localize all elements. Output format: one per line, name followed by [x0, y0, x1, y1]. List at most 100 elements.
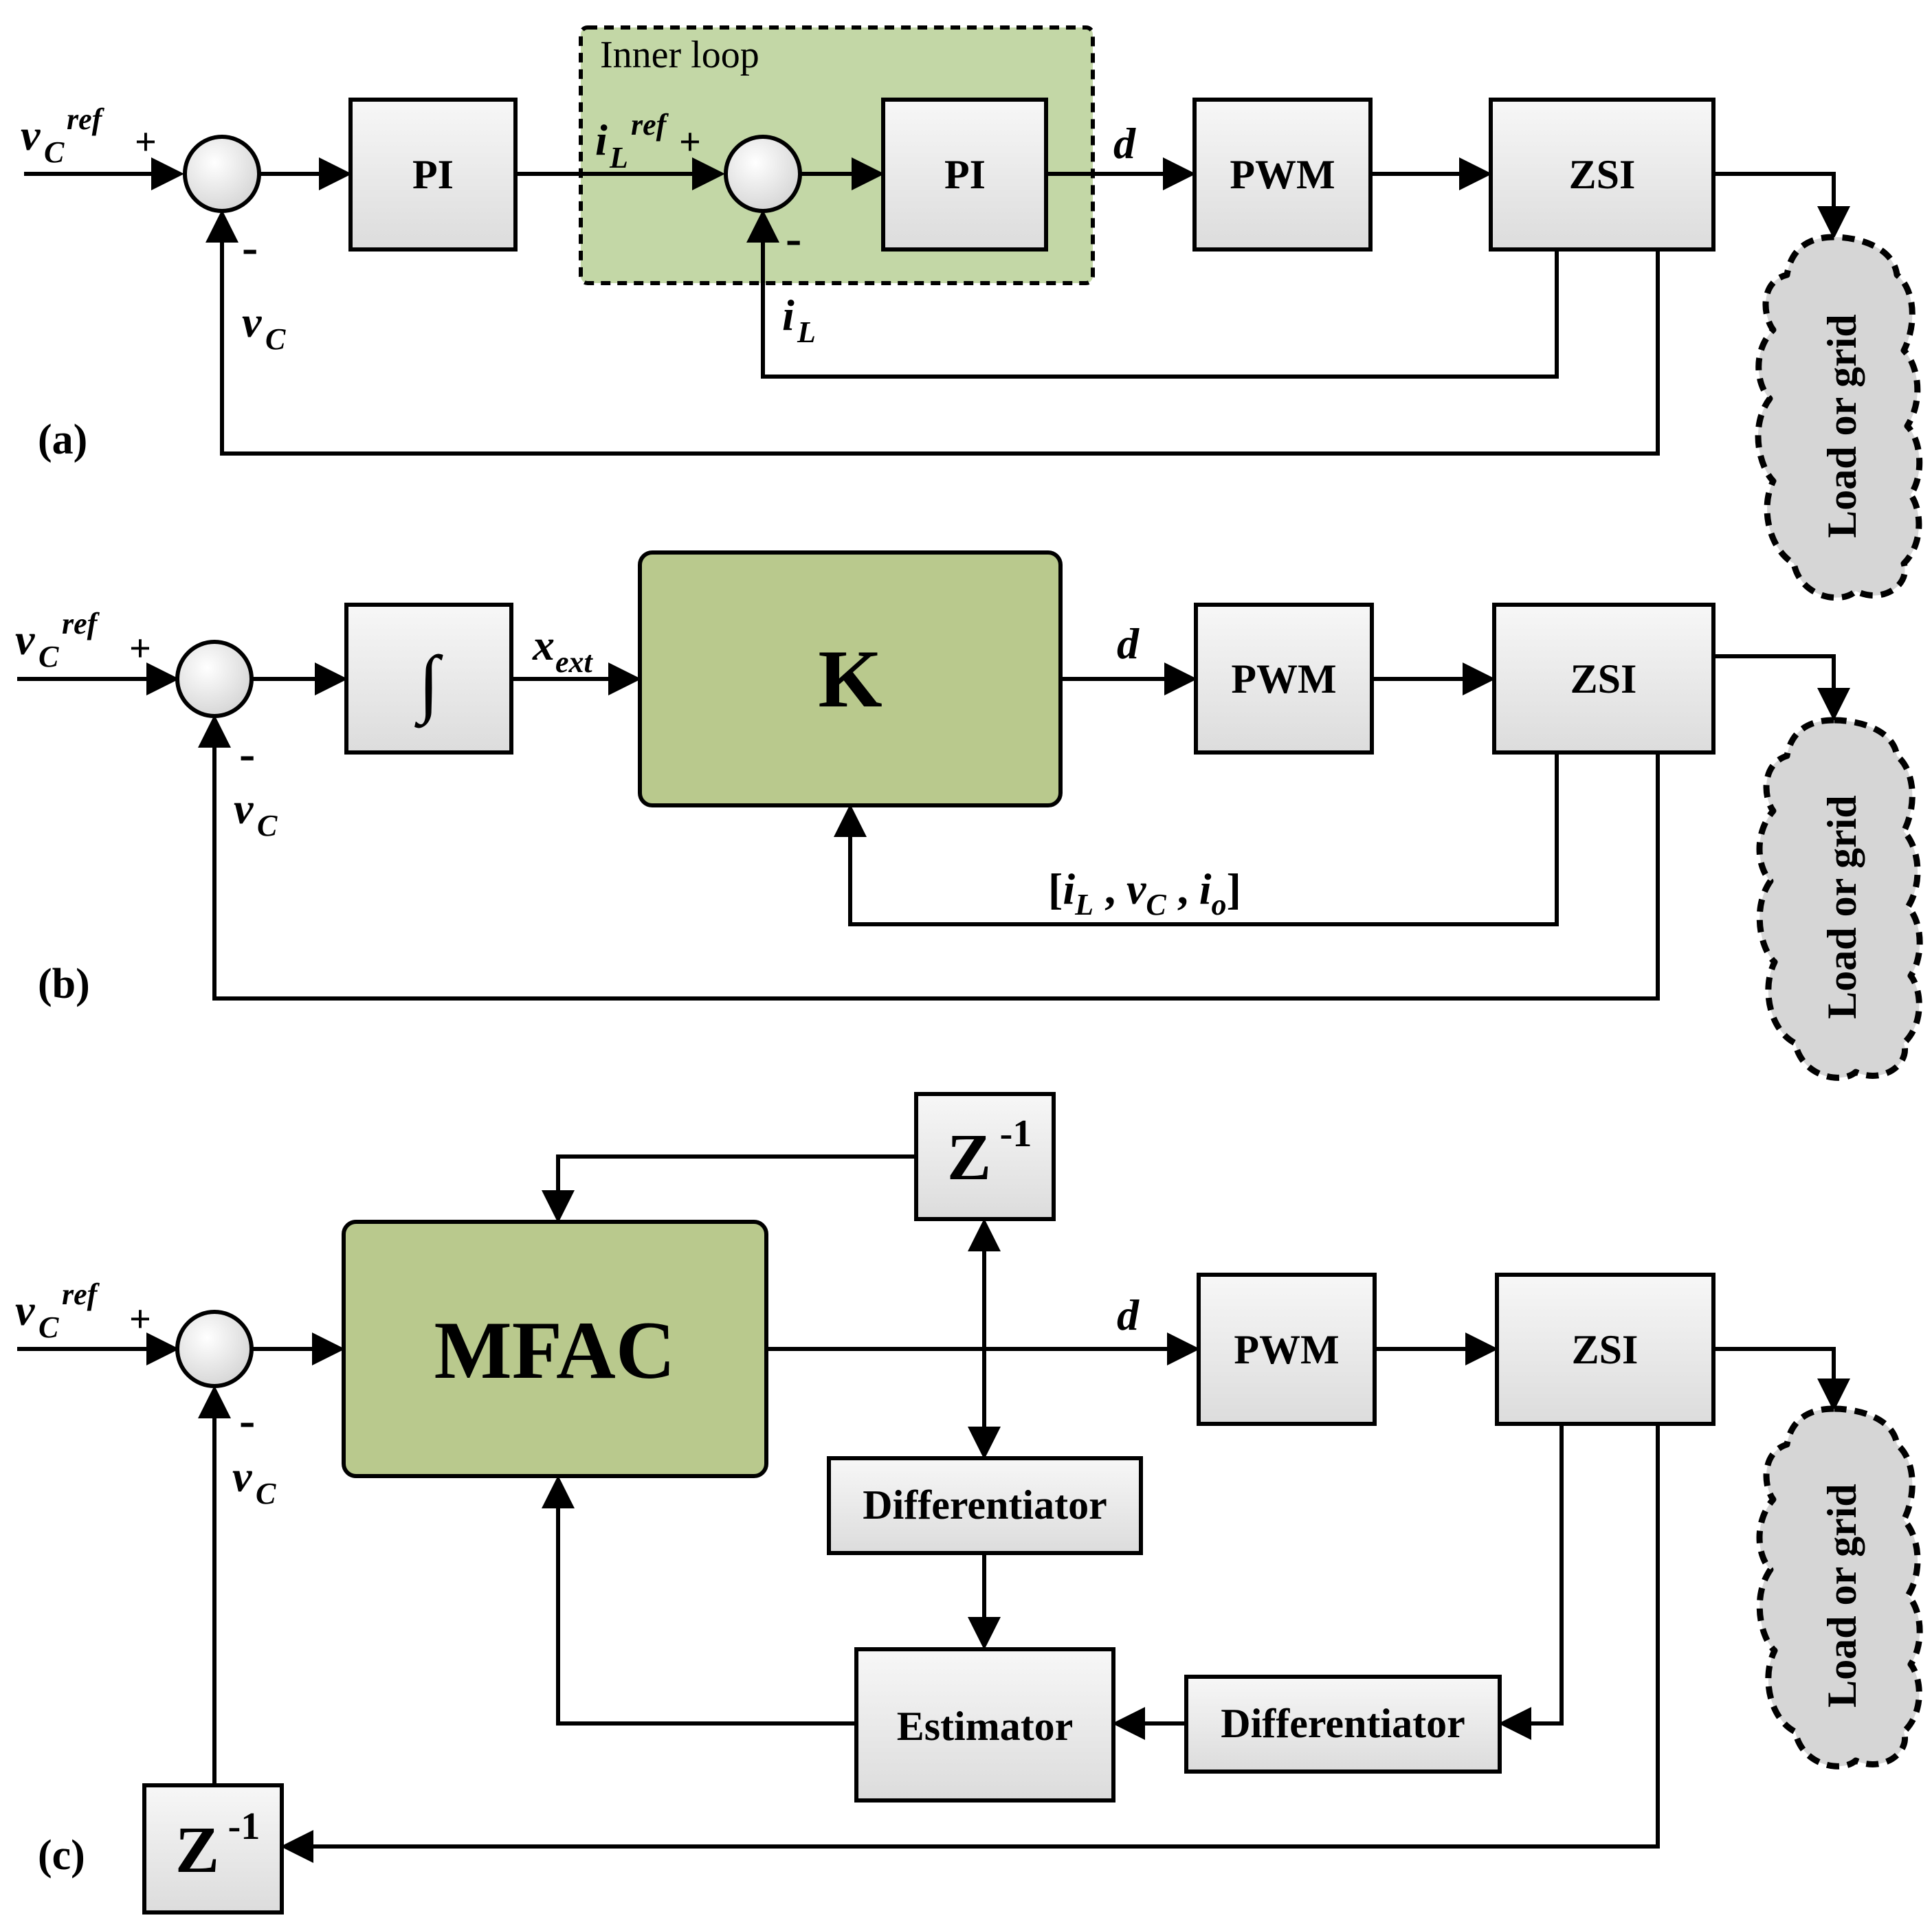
svg-text:C: C	[256, 1477, 276, 1510]
label-vc-b: v C	[234, 784, 278, 842]
svg-text:L: L	[797, 315, 816, 349]
zsi-label-c: ZSI	[1572, 1327, 1639, 1372]
sign-plus-2: +	[679, 121, 701, 164]
panel-c: v C ref + - MFAC d PWM ZSI Z -1 Differen…	[15, 1092, 1923, 1915]
integrator-block	[344, 603, 513, 755]
sign-plus-b: +	[129, 627, 151, 670]
pwm-block-c	[1197, 1273, 1377, 1426]
zsi-block-a	[1489, 98, 1716, 252]
svg-text:v: v	[232, 1452, 252, 1501]
pwm-label-c: PWM	[1234, 1327, 1339, 1372]
load-cloud-a	[1755, 234, 1923, 601]
pi-block-inner	[881, 98, 1048, 252]
svg-text:v: v	[21, 111, 41, 159]
svg-text:C: C	[265, 322, 286, 356]
svg-text:i: i	[782, 291, 795, 339]
delay-bottom-label: Z -1	[175, 1805, 260, 1886]
svg-text:v: v	[15, 1286, 35, 1335]
wire-a-zsi-load	[1713, 172, 1850, 239]
load-cloud-c	[1756, 1405, 1923, 1770]
pi-block-outer	[348, 98, 518, 252]
sign-plus-1: +	[135, 121, 157, 164]
svg-text:ext: ext	[555, 645, 594, 679]
sign-minus-1: -	[242, 221, 258, 274]
label-vc-a: v C	[242, 298, 286, 356]
feedback-vc-b	[198, 715, 1660, 1001]
svg-text:C: C	[257, 809, 278, 842]
zsi-block-c	[1495, 1273, 1716, 1426]
k-controller-label: K	[818, 633, 882, 724]
estimator-label: Estimator	[897, 1704, 1074, 1749]
svg-text:C: C	[38, 640, 59, 673]
delay-top-label: Z -1	[947, 1113, 1032, 1194]
wire-c-zsi-diff	[1498, 1424, 1564, 1740]
pi-outer-label: PI	[412, 152, 454, 197]
summing-junction-c	[175, 1310, 254, 1388]
feedback-il	[746, 210, 1559, 379]
summing-junction-b	[175, 640, 254, 718]
pi-inner-label: PI	[944, 152, 986, 197]
sign-minus-2: -	[786, 212, 801, 265]
label-state-vector: [iL , vC , io]	[1048, 864, 1241, 922]
pwm-block-a	[1192, 98, 1373, 252]
differentiator-right-label: Differentiator	[1221, 1701, 1465, 1746]
label-d-b: d	[1117, 619, 1140, 668]
sign-minus-b: -	[239, 728, 255, 781]
pwm-block-b	[1194, 603, 1374, 755]
svg-text:v: v	[15, 615, 35, 664]
panel-b: v C ref + - ∫ x ext K d PWM ZSI [iL , v	[15, 550, 1923, 1081]
inner-loop-label: Inner loop	[600, 34, 759, 76]
label-il-ref: i L ref	[595, 108, 669, 175]
svg-text:C: C	[44, 135, 65, 169]
wire-b-zsi-load	[1713, 654, 1850, 721]
summing-junction-1	[183, 135, 261, 213]
svg-text:v: v	[234, 784, 254, 833]
label-il: i L	[782, 291, 816, 349]
input-vc-ref: v C ref	[21, 102, 105, 169]
integrator-symbol: ∫	[414, 640, 443, 728]
panel-c-tag: (c)	[38, 1832, 85, 1879]
svg-text:ref: ref	[62, 1277, 100, 1311]
svg-text:v: v	[242, 298, 262, 346]
feedback-vc-a	[206, 210, 1660, 456]
input-vc-ref-c: v C ref	[15, 1277, 100, 1344]
load-label-a: Load or grid	[1819, 314, 1865, 538]
feedback-states	[834, 752, 1559, 926]
svg-text:Z: Z	[947, 1120, 991, 1194]
zsi-block-b	[1492, 603, 1716, 755]
zsi-label-a: ZSI	[1569, 152, 1636, 197]
wire-c-est-mfac	[542, 1475, 856, 1726]
wire-c-delay-to-mfac	[542, 1154, 916, 1223]
panel-a-tag: (a)	[38, 416, 87, 463]
svg-text:-1: -1	[228, 1805, 260, 1848]
label-x-ext: x ext	[532, 621, 594, 679]
mfac-controller-label: MFAC	[434, 1304, 676, 1396]
svg-text:ref: ref	[67, 102, 105, 136]
load-label-c: Load or grid	[1819, 1484, 1865, 1708]
zsi-label-b: ZSI	[1570, 656, 1637, 702]
panel-a: Inner loop v C ref + - PI i L ref + - PI…	[21, 25, 1923, 601]
label-d-a: d	[1113, 119, 1136, 168]
svg-text:ref: ref	[62, 607, 100, 640]
label-d-c: d	[1117, 1291, 1140, 1339]
svg-text:-1: -1	[1000, 1113, 1032, 1155]
svg-text:C: C	[38, 1310, 59, 1344]
svg-text:i: i	[595, 115, 608, 164]
panel-b-tag: (b)	[38, 961, 90, 1007]
input-vc-ref-b: v C ref	[15, 607, 100, 673]
differentiator-top-label: Differentiator	[863, 1482, 1107, 1528]
pwm-label-b: PWM	[1231, 656, 1336, 702]
wire-c-zsi-delay-bottom	[280, 1424, 1660, 1863]
svg-text:[iL , vC , io]: [iL , vC , io]	[1048, 864, 1241, 922]
label-vc-c: v C	[232, 1452, 276, 1510]
sign-plus-c: +	[129, 1298, 151, 1341]
load-cloud-b	[1756, 717, 1923, 1081]
summing-junction-2	[724, 135, 802, 213]
delay-block-bottom	[142, 1783, 284, 1915]
svg-text:Z: Z	[175, 1813, 219, 1886]
svg-text:x: x	[532, 621, 555, 669]
sign-minus-c: -	[239, 1394, 255, 1447]
svg-text:ref: ref	[631, 108, 669, 142]
svg-text:L: L	[609, 141, 628, 175]
